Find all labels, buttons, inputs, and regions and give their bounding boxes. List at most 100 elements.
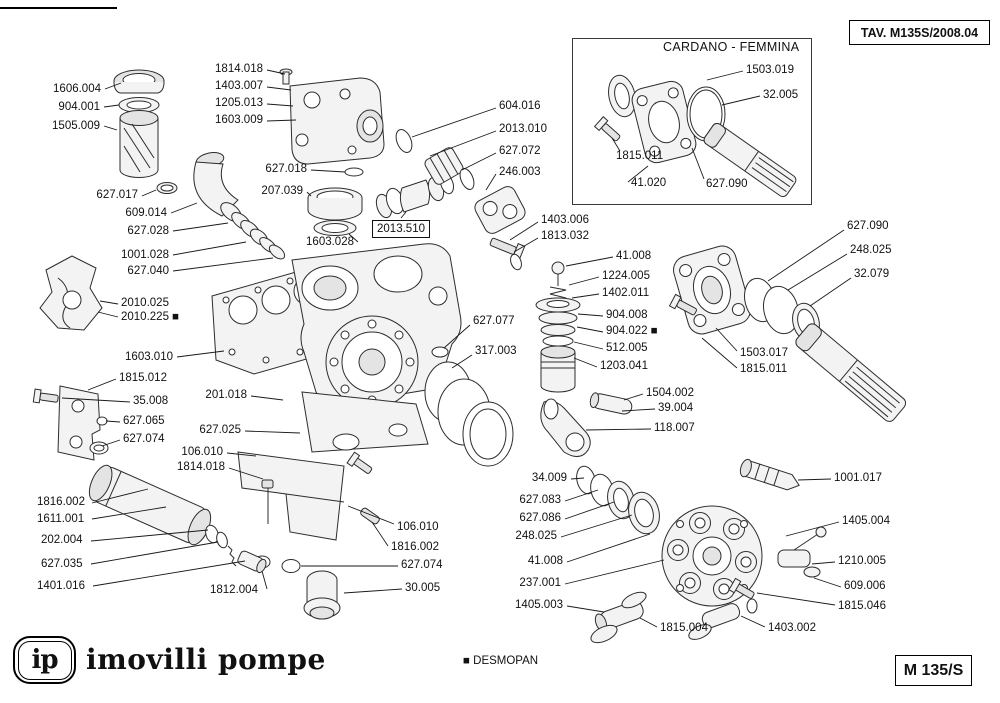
leader-line [443, 324, 471, 349]
cylinder-sleeve [88, 464, 267, 574]
leader-line [87, 378, 117, 391]
leader-line [566, 533, 651, 563]
leader-line [104, 82, 122, 90]
leader-line [787, 253, 848, 291]
leader-line [266, 69, 286, 75]
leader-line [701, 337, 738, 369]
leader-line [92, 560, 246, 587]
leader-line [371, 521, 389, 547]
leader-line [91, 488, 149, 504]
leader-line [347, 505, 395, 525]
leader-line [573, 341, 604, 350]
leader-line [170, 202, 198, 214]
inset-cardano-drawing [593, 74, 797, 198]
leader-line [627, 165, 649, 183]
leader-line [226, 452, 257, 457]
leader-line [141, 189, 157, 197]
leader-line [400, 211, 407, 219]
leader-line [813, 577, 842, 588]
leader-line [266, 103, 294, 107]
leader-line [103, 104, 120, 108]
frame-line-top-left [0, 7, 117, 9]
leader-line [565, 256, 614, 267]
leader-line [310, 169, 346, 173]
leader-line [99, 300, 119, 305]
diaphragm-rings [424, 346, 514, 467]
model-reference-label: M 135/S [903, 661, 964, 679]
leader-line [261, 570, 268, 590]
leader-line [244, 430, 301, 434]
elbow-fitting [193, 152, 286, 260]
leader-line [250, 395, 284, 401]
leader-line [103, 125, 118, 131]
leader-line [266, 86, 292, 91]
piston-pin [589, 392, 633, 415]
piston-assembly [535, 261, 581, 393]
leader-line [451, 354, 473, 369]
leader-line [61, 397, 131, 403]
leader-line [621, 408, 656, 412]
leader-line [176, 350, 225, 358]
brand-logo-monogram: ip [17, 640, 72, 680]
leader-line [172, 241, 247, 256]
suction-filter-assembly [113, 69, 178, 194]
leader-line [691, 147, 705, 180]
leader-line [809, 277, 852, 307]
cardano-shaft-assembly [668, 245, 907, 422]
leader-line [811, 561, 836, 565]
leader-line [767, 229, 845, 282]
leader-line [721, 95, 761, 106]
brand-name: imovilli pompe [86, 643, 326, 676]
leader-line [266, 119, 297, 122]
leader-line [566, 605, 605, 613]
brand-logo: ip [13, 636, 76, 684]
outlet-barb [739, 458, 800, 491]
leader-line [172, 222, 229, 232]
mounting-bracket [237, 451, 345, 541]
leader-line [573, 357, 598, 368]
leader-line [797, 478, 832, 481]
table-reference-label: TAV. M135S/2008.04 [860, 25, 979, 40]
inset-box-cardano-femmina [572, 38, 812, 205]
leader-line [564, 501, 615, 520]
leader-line [509, 221, 539, 241]
leader-line [343, 588, 403, 594]
seal-rings-bearing [576, 465, 660, 535]
pressure-tap [728, 526, 827, 614]
leader-line [564, 559, 665, 585]
leader-line [228, 467, 264, 480]
leader-line [101, 439, 121, 447]
leader-line [348, 233, 359, 243]
leader-line [306, 191, 312, 197]
drain-taps [590, 591, 741, 644]
leader-line [91, 506, 167, 520]
leader-line [97, 311, 119, 318]
leader-line [639, 617, 658, 628]
leader-line [570, 477, 585, 480]
leader-line [564, 489, 599, 502]
leader-line [576, 326, 604, 333]
leader-line [740, 615, 766, 628]
leader-line [577, 313, 604, 317]
connecting-link [540, 398, 591, 457]
leader-line [715, 327, 738, 352]
leader-line [756, 592, 836, 606]
diaphragm-sheet [39, 255, 103, 331]
leader-line [560, 514, 633, 538]
leader-line [568, 276, 600, 286]
head-rings [307, 167, 364, 236]
leader-line [785, 521, 840, 537]
leader-line [623, 393, 644, 401]
pump-foot [32, 385, 109, 461]
leader-line [706, 70, 744, 81]
leader-line [513, 237, 539, 253]
leader-line [585, 428, 652, 431]
suction-valve-parts [395, 129, 526, 271]
leader-line [611, 137, 621, 152]
leader-line [90, 529, 209, 542]
leader-line [429, 130, 497, 157]
desmopan-legend: ■ DESMOPAN [463, 655, 539, 667]
leader-line [485, 173, 497, 191]
